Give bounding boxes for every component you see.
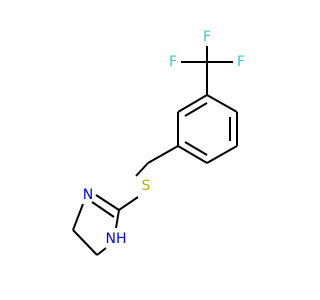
bond-ring-c <box>206 145 238 164</box>
bond-s-c2 <box>118 196 139 211</box>
bond-ring-d <box>177 145 208 164</box>
bond-c5-n1 <box>96 247 107 256</box>
atom-labels: F F F S N NH <box>83 29 245 247</box>
bond-ring-ch2 <box>147 145 179 164</box>
fluorine-label-right: F <box>237 54 245 70</box>
fluorine-label-left: F <box>169 54 177 70</box>
nh-label: NH <box>106 231 127 247</box>
bond-ring-a <box>206 94 238 113</box>
bond-ring-f-inner <box>184 102 208 117</box>
nitrogen-label: N <box>83 187 93 203</box>
bonds <box>72 46 238 256</box>
bond-c2-n3-outer <box>95 194 120 211</box>
bond-n3-c4 <box>72 203 84 231</box>
bond-c2-n3-inner <box>91 201 115 218</box>
sulfur-label: S <box>142 178 151 194</box>
bond-ring-d-inner <box>184 141 208 156</box>
bond-c4-c5 <box>72 229 98 256</box>
bond-ch2-s <box>135 162 149 177</box>
fluorine-label-top: F <box>203 29 211 45</box>
molecule-structure: F F F S N NH <box>72 29 245 256</box>
bond-n1-c2 <box>115 209 120 229</box>
bond-ring-f <box>177 94 208 113</box>
